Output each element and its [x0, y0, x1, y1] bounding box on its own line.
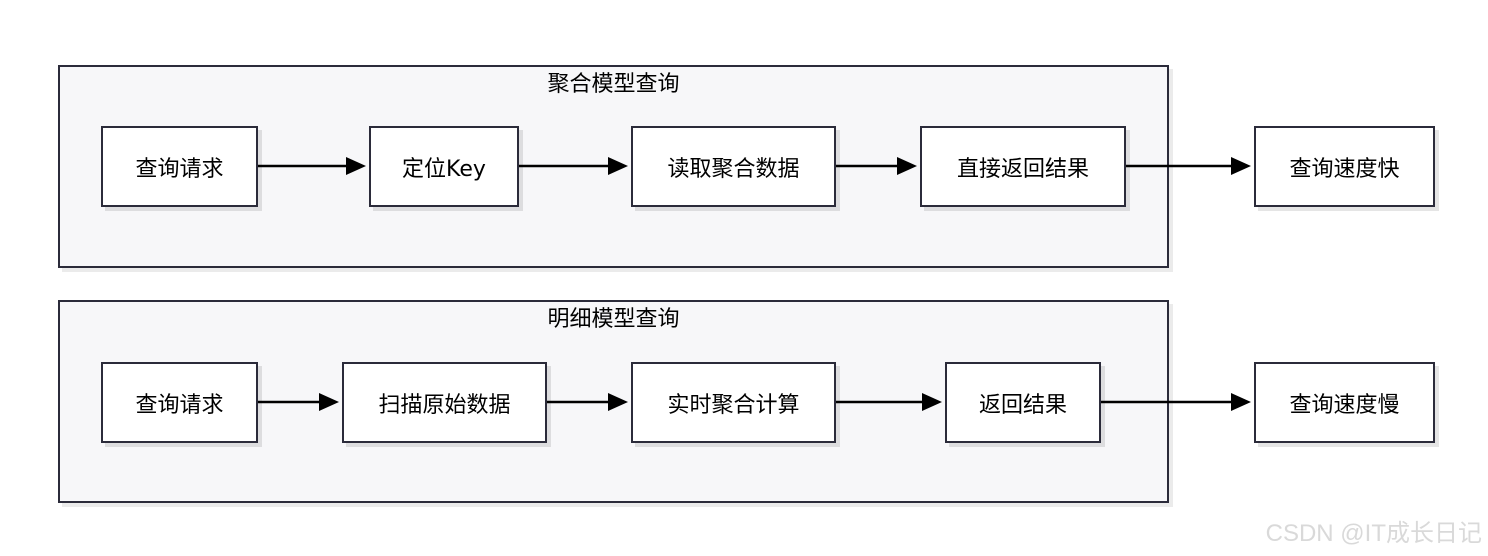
watermark: CSDN @IT成长日记 — [1265, 520, 1482, 547]
detail-node-query-request: 查询请求 — [101, 362, 258, 443]
detail-query-group-title: 明细模型查询 — [547, 307, 680, 332]
aggregate-node-query-request: 查询请求 — [101, 126, 258, 207]
aggregate-node-read-aggregated-data: 读取聚合数据 — [631, 126, 836, 207]
detail-node-return-result: 返回结果 — [945, 362, 1101, 443]
aggregate-node-return-result: 直接返回结果 — [920, 126, 1126, 207]
detail-node-realtime-aggregation: 实时聚合计算 — [631, 362, 836, 443]
detail-node-scan-raw-data: 扫描原始数据 — [342, 362, 547, 443]
aggregate-result-fast: 查询速度快 — [1254, 126, 1435, 207]
aggregate-query-group-title: 聚合模型查询 — [547, 72, 680, 97]
aggregate-node-locate-key: 定位Key — [369, 126, 519, 207]
detail-result-slow: 查询速度慢 — [1254, 362, 1435, 443]
